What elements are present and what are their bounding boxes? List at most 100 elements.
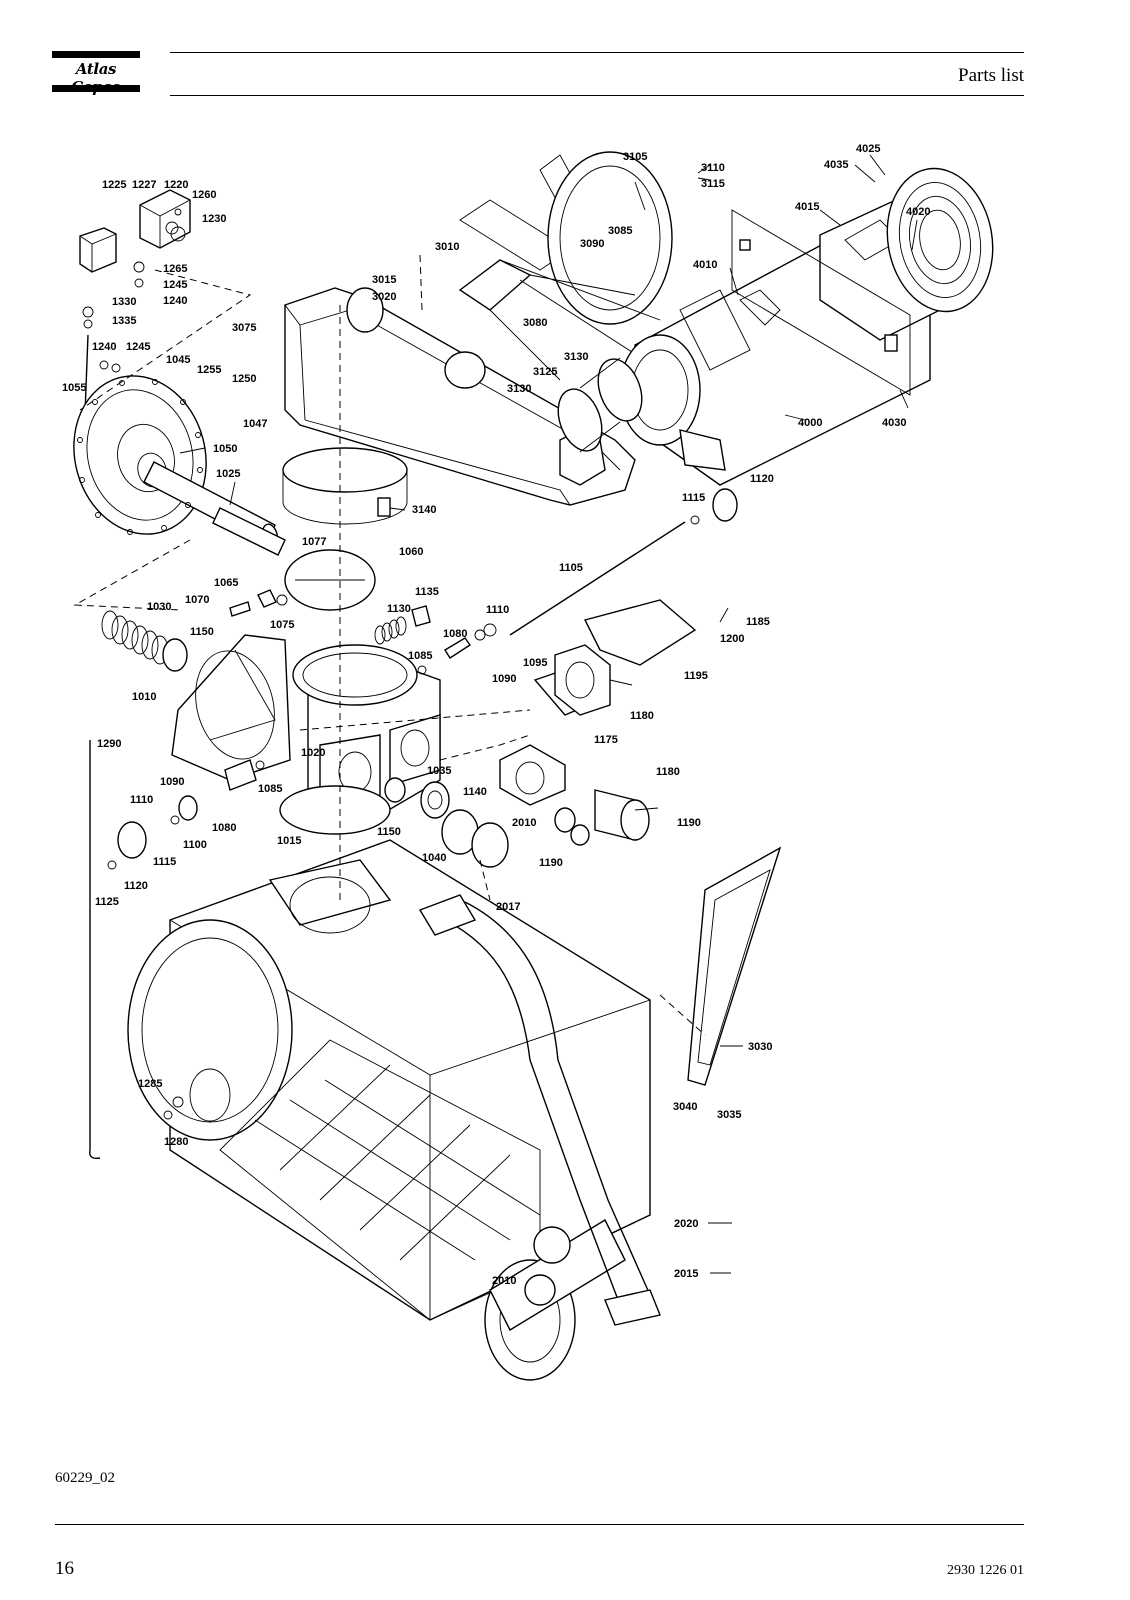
- part-callout: 1240: [92, 341, 116, 353]
- part-callout: 1100: [183, 839, 207, 851]
- part-callout: 3090: [580, 238, 604, 250]
- part-callout: 1105: [559, 562, 583, 574]
- part-callout: 2010: [512, 817, 536, 829]
- part-callout: 1045: [166, 354, 190, 366]
- part-callout: 1095: [523, 657, 547, 669]
- part-callout: 1035: [427, 765, 451, 777]
- part-callout: 3020: [372, 291, 396, 303]
- part-callout: 2017: [496, 901, 520, 913]
- part-callout: 1115: [153, 856, 176, 868]
- part-callout: 1245: [126, 341, 150, 353]
- part-callout: 1335: [112, 315, 136, 327]
- part-callout: 1150: [190, 626, 214, 638]
- part-callout: 1175: [594, 734, 618, 746]
- part-callout: 3040: [673, 1101, 697, 1113]
- part-callout: 3105: [623, 151, 647, 163]
- part-callout: 1265: [163, 263, 187, 275]
- part-callout: 1150: [377, 826, 401, 838]
- part-callout: 1060: [399, 546, 423, 558]
- part-callout: 1085: [258, 783, 282, 795]
- part-callout: 1290: [97, 738, 121, 750]
- part-callout: 1180: [630, 710, 654, 722]
- part-callout: 3085: [608, 225, 632, 237]
- part-callout: 1255: [197, 364, 221, 376]
- part-callout: 4035: [824, 159, 848, 171]
- part-callout: 1047: [243, 418, 267, 430]
- logo-bar-bottom: [52, 85, 140, 92]
- part-callout: 1110: [486, 604, 509, 616]
- part-callout: 3125: [533, 366, 557, 378]
- part-callout: 3010: [435, 241, 459, 253]
- part-callout: 3015: [372, 274, 396, 286]
- part-callout: 1180: [656, 766, 680, 778]
- part-callout: 1040: [422, 852, 446, 864]
- figure-reference: 60229_02: [55, 1470, 115, 1486]
- part-callout: 4025: [856, 143, 880, 155]
- part-callout: 1055: [62, 382, 86, 394]
- part-callout: 1140: [463, 786, 487, 798]
- part-callout: 1050: [213, 443, 237, 455]
- logo-bar-top: [52, 51, 140, 58]
- part-callout: 3030: [748, 1041, 772, 1053]
- leader-lines: [179, 154, 918, 1274]
- part-callout: 1230: [202, 213, 226, 225]
- part-callout: 1220: [164, 179, 188, 191]
- document-number: 2930 1226 01: [947, 1563, 1024, 1578]
- assembly-dash-lines: [73, 254, 706, 1036]
- part-callout: 1245: [163, 279, 187, 291]
- part-callout: 3130: [564, 351, 588, 363]
- part-callout: 1190: [677, 817, 701, 829]
- part-callout: 1085: [408, 650, 432, 662]
- part-callout: 1120: [124, 880, 148, 892]
- part-callout: 4030: [882, 417, 906, 429]
- part-callout: 4010: [693, 259, 717, 271]
- part-callout: 1065: [214, 577, 238, 589]
- part-callout: 1195: [684, 670, 708, 682]
- page-number: 16: [55, 1558, 74, 1579]
- part-callout: 3130: [507, 383, 531, 395]
- part-callout: 1080: [443, 628, 467, 640]
- exploded-parts-drawing: 1225 1227 1220 1260 1230 1265 1245 1240 …: [62, 143, 994, 1381]
- part-callout: 3140: [412, 504, 436, 516]
- header-rule-top: [170, 52, 1024, 53]
- part-callout: 3115: [701, 178, 725, 190]
- part-callout: 1185: [746, 616, 770, 628]
- part-callout: 1285: [138, 1078, 162, 1090]
- page-title: Parts list: [958, 65, 1024, 86]
- part-callout: 1120: [750, 473, 774, 485]
- part-callouts: 1225 1227 1220 1260 1230 1265 1245 1240 …: [62, 143, 930, 1287]
- part-callout: 3035: [717, 1109, 741, 1121]
- part-callout: 1130: [387, 603, 411, 615]
- part-callout: 1080: [212, 822, 236, 834]
- part-callout: 1330: [112, 296, 136, 308]
- part-callout: 1030: [147, 601, 171, 613]
- part-callout: 1135: [415, 586, 439, 598]
- part-callout: 1115: [682, 492, 705, 504]
- drawing-linework: [73, 151, 994, 1381]
- part-callout: 1260: [192, 189, 216, 201]
- part-callout: 4020: [906, 206, 930, 218]
- part-callout: 3080: [523, 317, 547, 329]
- part-callout: 1010: [132, 691, 156, 703]
- part-callout: 4015: [795, 201, 819, 213]
- part-callout: 1077: [302, 536, 326, 548]
- part-callout: 1240: [163, 295, 187, 307]
- part-callout: 1075: [270, 619, 294, 631]
- part-callout: 1250: [232, 373, 256, 385]
- part-callout: 1225: [102, 179, 126, 191]
- part-callout: 1090: [160, 776, 184, 788]
- part-callout: 1025: [216, 468, 240, 480]
- part-callout: 1125: [95, 896, 119, 908]
- part-callout: 1190: [539, 857, 563, 869]
- part-callout: 2015: [674, 1268, 698, 1280]
- part-callout: 2010: [492, 1275, 516, 1287]
- footer-rule: [55, 1524, 1024, 1525]
- header-rule-bottom: [170, 95, 1024, 96]
- part-callout: 1280: [164, 1136, 188, 1148]
- part-callout: 1020: [301, 747, 325, 759]
- part-callout: 1227: [132, 179, 156, 191]
- part-callout: 3110: [701, 162, 725, 174]
- part-callout: 2020: [674, 1218, 698, 1230]
- part-callout: 1070: [185, 594, 209, 606]
- part-callout: 1015: [277, 835, 301, 847]
